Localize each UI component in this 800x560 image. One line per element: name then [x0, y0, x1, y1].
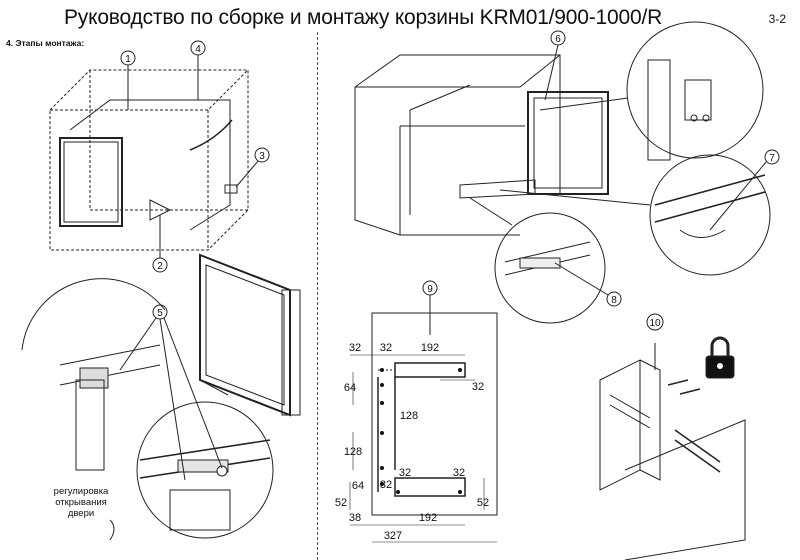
callout-5: 5: [119, 304, 223, 481]
dim-left-64a: 64: [344, 382, 356, 394]
dim-right-52: 52: [477, 497, 489, 509]
callout-4: 4: [190, 40, 206, 100]
svg-text:9: 9: [427, 284, 433, 295]
lock-icon: [705, 336, 735, 379]
door-adjustment-note: регулировка открывания двери: [36, 486, 126, 519]
svg-text:5: 5: [157, 308, 163, 319]
note-line-1: регулировка: [53, 486, 109, 497]
callout-10: 10: [646, 313, 664, 331]
section-heading: 4. Этапы монтажа:: [6, 38, 85, 48]
note-line-3: двери: [67, 508, 95, 519]
dim-bottom-327: 327: [384, 530, 402, 542]
detail-circle-hinge-top: [539, 21, 764, 161]
adjust-arrow-icon: [109, 519, 115, 541]
callout-6: 6: [544, 30, 566, 101]
detail-circle-runner: [499, 154, 771, 276]
dimension-drawing: [349, 312, 498, 543]
callout-2: 2: [152, 215, 168, 273]
callout-1: 1: [120, 50, 136, 110]
note-line-2: открывания: [55, 497, 107, 508]
door-lock-illustration: [599, 343, 746, 560]
dim-mid-32b: 32: [380, 479, 392, 491]
column-divider: [317, 32, 318, 560]
callout-7: 7: [709, 149, 780, 231]
dim-left-128: 128: [344, 446, 362, 458]
svg-text:1: 1: [125, 54, 131, 65]
detail-circle-upper-hinge: [21, 278, 166, 471]
dim-right-32: 32: [472, 381, 484, 393]
svg-text:6: 6: [555, 34, 561, 45]
dim-top-left: 32: [349, 342, 361, 354]
cabinet-open-door-illustration: [354, 54, 609, 236]
cabinet-frame-illustration: [49, 69, 249, 251]
svg-text:8: 8: [611, 295, 617, 306]
page-number: 3-2: [768, 12, 786, 26]
dim-bottom-192: 192: [419, 512, 437, 524]
svg-text:10: 10: [649, 318, 661, 329]
callout-3: 3: [235, 147, 270, 188]
dim-left-52: 52: [335, 497, 347, 509]
detail-circle-lower-runner: [136, 401, 274, 539]
dim-top-span: 192: [421, 342, 439, 354]
dim-right-32b: 32: [453, 467, 465, 479]
callout-8: 8: [554, 262, 622, 307]
dim-top-mid: 32: [380, 342, 392, 354]
page-title: Руководство по сборке и монтажу корзины …: [64, 6, 663, 29]
detail-circle-base-plate: [469, 197, 606, 324]
callout-9: 9: [422, 280, 438, 335]
dim-bottom-38: 38: [349, 512, 361, 524]
svg-text:7: 7: [769, 153, 775, 164]
dim-left-64b: 64: [352, 480, 364, 492]
dim-mid-32a: 32: [399, 467, 411, 479]
door-frame-illustration: [199, 253, 301, 417]
svg-text:2: 2: [157, 261, 163, 272]
svg-text:4: 4: [195, 44, 201, 55]
dim-center-128: 128: [400, 410, 418, 422]
svg-text:3: 3: [259, 151, 265, 162]
